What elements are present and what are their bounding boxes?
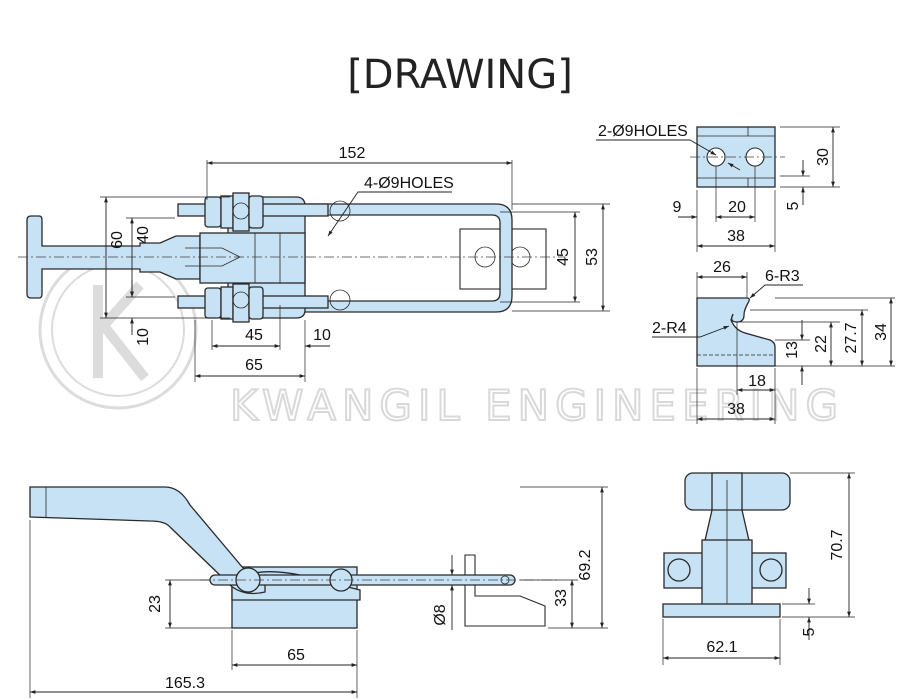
- radius-note-2-r4: 2-R4: [652, 320, 687, 337]
- dim-base-65: 65: [245, 357, 263, 374]
- dim-height-27-7: 27.7: [843, 322, 860, 353]
- dim-height-22: 22: [813, 335, 830, 353]
- holes-note-2x9: 2-Ø9HOLES: [598, 123, 688, 140]
- pivot-hole: [232, 202, 250, 220]
- dim-height-70-7: 70.7: [829, 529, 846, 560]
- lever-body: [199, 232, 306, 284]
- dim-rail-53: 53: [584, 248, 601, 266]
- side-view: 69.2 33 23 Ø8 65 165.3: [29, 486, 608, 698]
- dim-height-30: 30: [815, 148, 832, 166]
- dim-height-33: 33: [553, 589, 570, 607]
- dim-base-65-side: 65: [287, 647, 305, 664]
- holes-note-4x9: 4-Ø9HOLES: [364, 175, 454, 192]
- dim-width-26: 26: [713, 259, 731, 276]
- mount-hole: [329, 200, 351, 222]
- dim-pitch-20: 20: [728, 199, 746, 216]
- dim-rod-diameter: Ø8: [432, 604, 449, 625]
- catch-profile: [696, 297, 776, 367]
- dim-width-62-1: 62.1: [706, 639, 737, 656]
- top-view: 152 4-Ø9HOLES 60 40 10 45 10 65 45 53: [18, 145, 610, 382]
- pivot-hole: [232, 291, 250, 309]
- dim-height-60: 60: [109, 231, 126, 249]
- dim-width-18: 18: [748, 373, 766, 390]
- dim-span-45: 45: [245, 327, 263, 344]
- dim-height-23: 23: [147, 595, 164, 613]
- dim-overall-165-3: 165.3: [165, 675, 205, 692]
- handle-side: [29, 486, 266, 595]
- nuts-upper: [204, 192, 264, 232]
- dim-base-5: 5: [801, 627, 818, 636]
- dim-offset-5: 5: [785, 201, 802, 210]
- dim-height-69-2: 69.2: [577, 549, 594, 580]
- front-view: 70.7 5 62.1: [662, 472, 855, 665]
- mount-hole: [329, 289, 351, 311]
- watermark-logo-circle-inner: [51, 263, 185, 397]
- dim-height-34: 34: [873, 323, 890, 341]
- dim-offset-10-horizontal: 10: [313, 327, 331, 344]
- nut-front-left: [667, 558, 691, 582]
- base-plate-front: [662, 603, 781, 618]
- dim-offset-10-vertical: 10: [135, 328, 152, 346]
- dim-width-38-side: 38: [727, 401, 745, 418]
- dim-height-40: 40: [135, 226, 152, 244]
- radius-note-6-r3: 6-R3: [765, 268, 800, 285]
- dim-rail-45: 45: [555, 248, 572, 266]
- dim-width-38: 38: [727, 228, 745, 245]
- dim-offset-9: 9: [673, 199, 682, 216]
- nut-front-right: [759, 558, 783, 582]
- holes-leader: [327, 191, 452, 237]
- catch-side-view: 26 6-R3 2-R4 13 22 27.7 34 18 38: [652, 259, 895, 424]
- dim-overall-length: 152: [339, 145, 366, 162]
- dim-height-13: 13: [784, 341, 801, 359]
- catch-top-view: 2-Ø9HOLES 30 5 9 20 38: [596, 123, 840, 252]
- catch-side-outline: [464, 554, 546, 627]
- page-title: [DRAWING]: [347, 52, 573, 98]
